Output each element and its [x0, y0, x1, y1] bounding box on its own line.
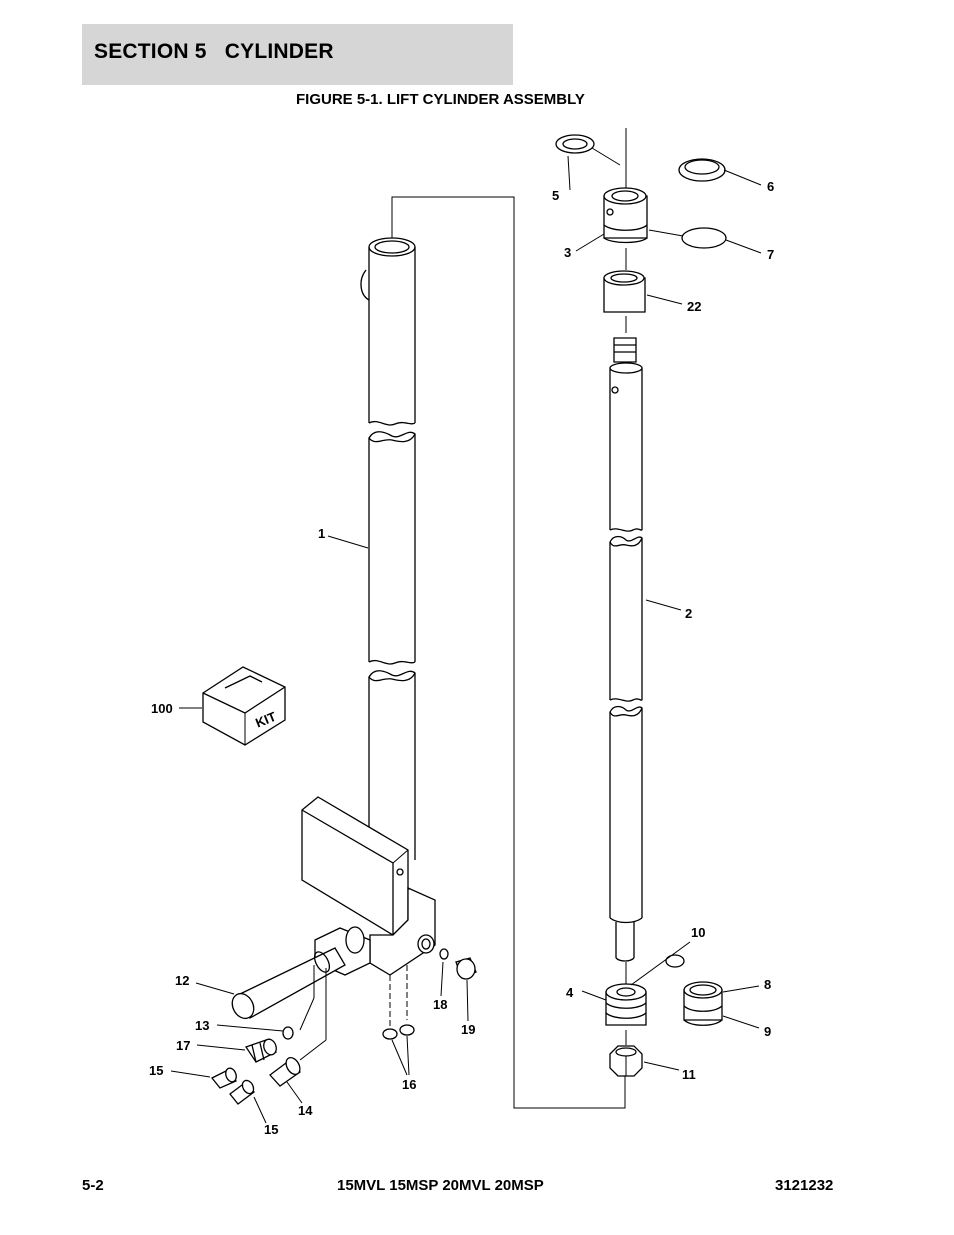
seal-5: [555, 134, 595, 154]
callout-8: 8: [764, 977, 771, 992]
seal-8: [683, 981, 723, 1026]
callout-2: 2: [685, 606, 692, 621]
cylinder-base: [301, 796, 436, 976]
fitting-15-left: [210, 1067, 238, 1089]
callout-100: 100: [151, 701, 173, 716]
fitting-14: [269, 968, 327, 1087]
callout-11: 11: [682, 1067, 696, 1082]
o-ring-10: [665, 954, 685, 968]
callout-17: 17: [176, 1038, 190, 1053]
bolts-16: [382, 965, 415, 1040]
kit-label: KIT: [253, 709, 278, 731]
kit-box: KIT: [202, 666, 286, 746]
o-ring-7: [681, 227, 727, 249]
callout-16: 16: [402, 1077, 416, 1092]
callout-19: 19: [461, 1022, 475, 1037]
section-title: SECTION 5 CYLINDER: [94, 40, 334, 63]
callout-6: 6: [767, 179, 774, 194]
piston-rod-2: [609, 337, 643, 962]
fitting-15-right: [229, 1079, 255, 1105]
callout-7: 7: [767, 247, 774, 262]
callout-9: 9: [764, 1024, 771, 1039]
document-number: 3121232: [775, 1177, 834, 1194]
callout-15-left: 15: [149, 1063, 163, 1078]
callout-12: 12: [175, 973, 189, 988]
callout-4: 4: [566, 985, 574, 1000]
callout-1: 1: [318, 526, 325, 541]
bushing-22: [603, 270, 646, 313]
callout-18: 18: [433, 997, 447, 1012]
leader-lines: [170, 147, 762, 1124]
fitting-17: [244, 1038, 278, 1063]
piston-4: [605, 983, 647, 1026]
callout-5: 5: [552, 188, 559, 203]
section-header: SECTION 5 CYLINDER: [82, 24, 513, 85]
figure-title: FIGURE 5-1. LIFT CYLINDER ASSEMBLY: [296, 91, 585, 108]
nut-11: [609, 1045, 643, 1077]
callout-labels: 1 2 3 4 5 6 7 8 9 10 11 12 13 14 15 15 1…: [149, 179, 774, 1137]
callout-13: 13: [195, 1018, 209, 1033]
callout-14: 14: [298, 1103, 313, 1118]
pin-12: [231, 947, 346, 1020]
callout-15-bottom: 15: [264, 1122, 278, 1137]
callout-22: 22: [687, 299, 701, 314]
model-list: 15MVL 15MSP 20MVL 20MSP: [337, 1177, 544, 1194]
connecting-line: [391, 196, 626, 1109]
callout-3: 3: [564, 245, 571, 260]
cylinder-barrel: [360, 237, 416, 860]
wiper-6: [678, 158, 726, 182]
fitting-13: [282, 965, 315, 1040]
head-3: [603, 187, 648, 244]
callout-10: 10: [691, 925, 705, 940]
cap-19: [455, 957, 477, 980]
plug-18: [439, 948, 449, 960]
page-number: 5-2: [82, 1177, 104, 1194]
